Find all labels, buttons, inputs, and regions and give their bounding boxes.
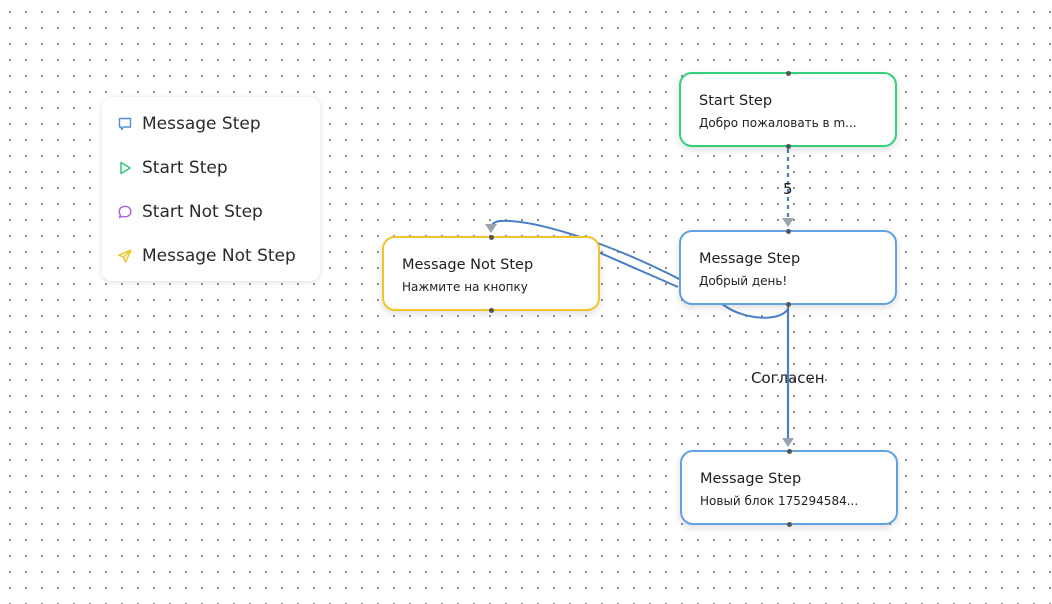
palette-item-label: Message Step <box>142 114 261 134</box>
node-input-handle[interactable] <box>488 234 494 240</box>
node-input-handle[interactable] <box>785 70 791 76</box>
palette-item-label: Start Not Step <box>142 202 263 222</box>
edge-label-message-to-new[interactable]: Согласен <box>751 369 825 387</box>
paper-plane-icon <box>116 247 134 265</box>
edge-arrow-message-to-not-step <box>485 224 497 233</box>
node-text: Нажмите на кнопку <box>402 280 528 294</box>
palette-item-label: Start Step <box>142 158 228 178</box>
node-title: Message Step <box>700 471 802 487</box>
chat-bubble-round-icon <box>116 203 134 221</box>
node-title: Start Step <box>699 93 773 109</box>
node-input-handle[interactable] <box>785 228 791 234</box>
node-title: Message Step <box>699 251 801 267</box>
play-triangle-icon <box>116 159 134 177</box>
node-start-step[interactable]: Start Step Добро пожаловать в m... <box>679 70 897 149</box>
edge-label-start-to-message[interactable]: 5 <box>783 180 793 198</box>
palette-item-start-not-step[interactable]: Start Not Step <box>102 190 320 234</box>
node-output-handle[interactable] <box>488 307 494 313</box>
node-message-step-main[interactable]: Message Step Добрый день! <box>679 228 897 307</box>
palette-item-message-not-step[interactable]: Message Not Step <box>102 234 320 278</box>
edge-arrow-start-to-message <box>782 218 794 227</box>
palette-item-label: Message Not Step <box>142 246 296 266</box>
node-input-handle[interactable] <box>786 448 792 454</box>
node-message-not-step[interactable]: Message Not Step Нажмите на кнопку <box>382 234 600 313</box>
edge-not-step-to-message[interactable] <box>597 251 679 288</box>
palette-item-start-step[interactable]: Start Step <box>102 146 320 190</box>
node-message-step-new[interactable]: Message Step Новый блок 175294584... <box>680 448 898 527</box>
node-output-handle[interactable] <box>786 521 792 527</box>
node-output-handle[interactable] <box>785 143 791 149</box>
node-text: Добрый день! <box>699 274 788 288</box>
node-output-handle[interactable] <box>785 301 791 307</box>
node-text: Новый блок 175294584... <box>700 494 859 508</box>
chat-bubble-square-icon <box>116 115 134 133</box>
edge-arrow-message-to-new <box>782 438 794 447</box>
node-text: Добро пожаловать в m... <box>699 116 857 130</box>
node-title: Message Not Step <box>402 257 534 273</box>
step-palette: Message Step Start Step Start Not Step <box>102 97 320 281</box>
palette-item-message-step[interactable]: Message Step <box>102 102 320 146</box>
